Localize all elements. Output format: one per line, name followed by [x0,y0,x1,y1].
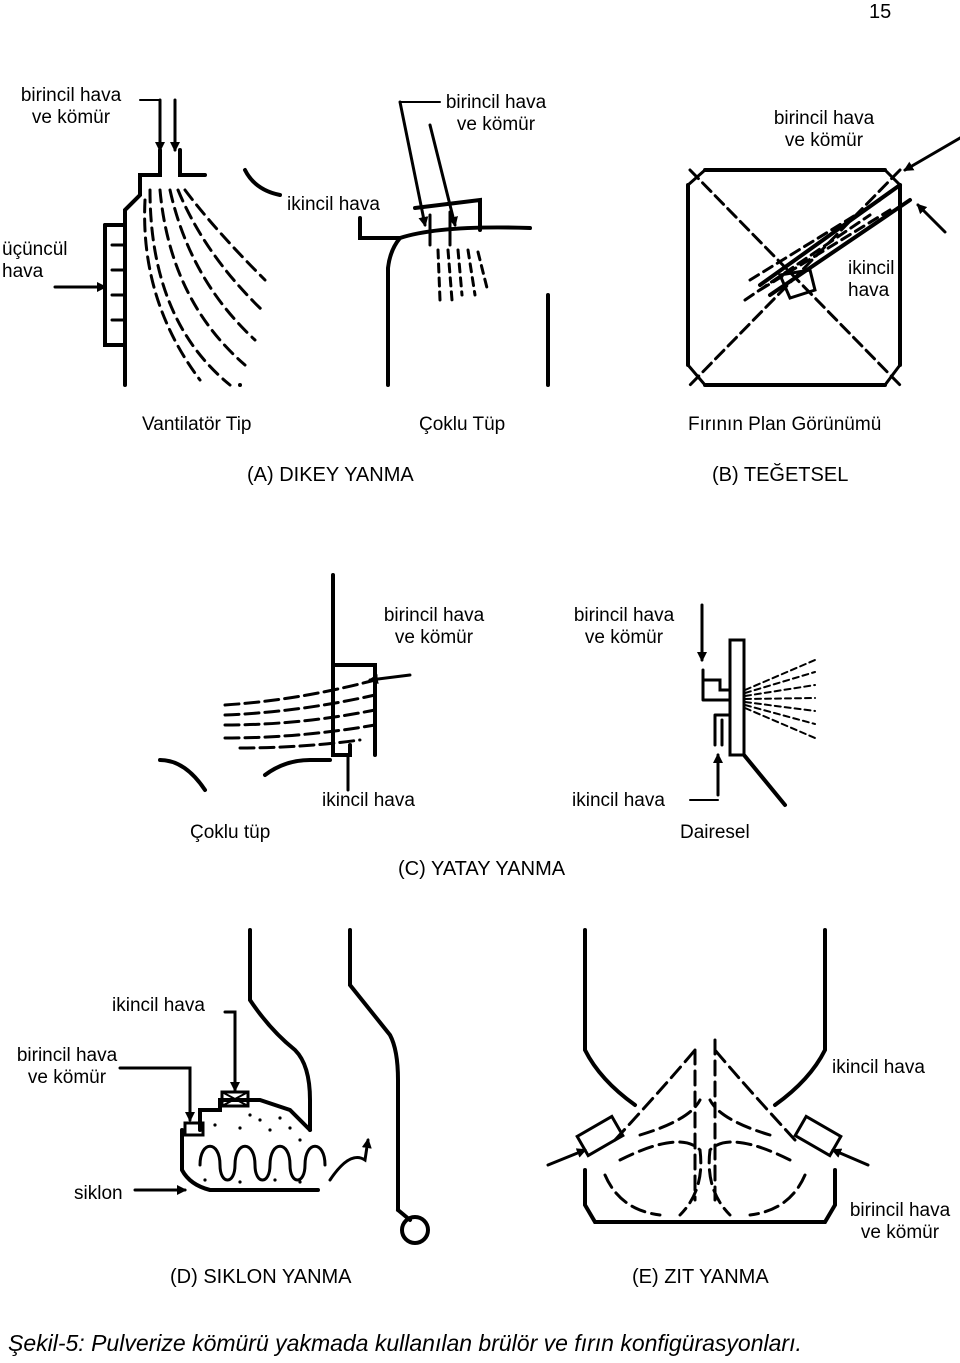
panel-e-title: (E) ZIT YANMA [632,1266,769,1288]
primary-air-coal-label-tangential: birincil hava ve kömür [762,108,886,152]
label-line: birincil hava [16,1045,118,1066]
circular-burner-drawing [689,603,816,807]
fan-type-burner-drawing [53,98,282,387]
primary-air-coal-label-horizontal-left: birincil hava ve kömür [374,605,494,649]
label-line: birincil hava [773,108,875,129]
panel-d-title: (D) SIKLON YANMA [170,1266,352,1288]
label-line: hava [848,280,890,301]
label-line: birincil hava [383,605,485,626]
multi-tube-horizontal-sublabel: Çoklu tüp [190,822,271,843]
opposed-firing-drawing [546,928,870,1224]
label-line: ve kömür [584,627,664,648]
primary-air-coal-label-opposed: birincil hava ve kömür [840,1200,960,1244]
label-line: birincil hava [20,85,122,106]
primary-air-coal-label-horizontal-right: birincil hava ve kömür [564,605,684,649]
label-line: ve kömür [394,627,474,648]
secondary-air-label: ikincil hava [287,194,380,215]
multi-tube-horizontal-drawing [158,573,412,792]
label-line: ikincil [848,258,895,279]
label-line: ve kömür [784,130,864,151]
multi-tube-vertical-drawing [358,100,550,387]
cyclone-label: siklon [74,1183,123,1204]
secondary-air-label-cyclone: ikincil hava [112,995,205,1016]
label-line: birincil hava [573,605,675,626]
primary-air-coal-label: birincil hava ve kömür [12,85,130,129]
figure-caption: Şekil-5: Pulverize kömürü yakmada kullan… [8,1330,802,1356]
secondary-air-label-opposed: ikincil hava [832,1057,925,1078]
circular-sublabel: Dairesel [680,822,750,843]
secondary-air-label-tangential: ikincil hava [848,258,894,302]
tertiary-air-label: üçüncül hava [2,239,68,283]
primary-air-coal-label-multitube: birincil hava ve kömür [437,92,555,136]
label-line: üçüncül [2,239,68,260]
cyclone-burner-drawing [118,928,430,1245]
multi-tube-sublabel: Çoklu Tüp [419,414,506,435]
label-line: ve kömür [31,107,111,128]
label-line: ve kömür [860,1222,940,1243]
furnace-plan-sublabel: Fırının Plan Görünümü [688,414,882,435]
secondary-air-label-horizontal-right: ikincil hava [572,790,665,811]
primary-air-coal-label-cyclone: birincil hava ve kömür [6,1045,128,1089]
label-line: hava [2,261,44,282]
label-line: birincil hava [445,92,547,113]
panel-b-title: (B) TEĞETSEL [712,464,849,486]
fan-type-sublabel: Vantilatör Tip [142,414,252,435]
label-line: ve kömür [27,1067,107,1088]
page-number: 15 [869,1,892,23]
coal-particle-fill [203,1113,302,1184]
secondary-air-label-horizontal-left: ikincil hava [322,790,415,811]
panel-a-title: (A) DIKEY YANMA [247,464,414,486]
panel-c-title: (C) YATAY YANMA [398,858,566,880]
tangential-furnace-plan-drawing [686,136,960,387]
label-line: birincil hava [849,1200,951,1221]
label-line: ve kömür [456,114,536,135]
